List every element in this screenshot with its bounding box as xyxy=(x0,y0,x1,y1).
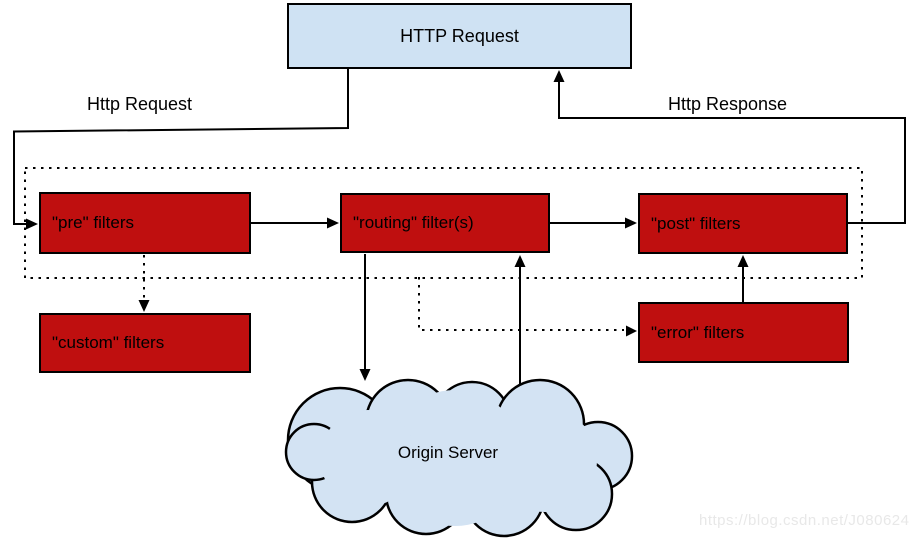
arrowheads xyxy=(26,70,749,381)
error-filters-label: "error" filters xyxy=(651,322,745,342)
origin-server-label: Origin Server xyxy=(397,443,499,462)
arrowhead-into-pre xyxy=(26,218,38,230)
origin-server-cloud xyxy=(284,378,634,538)
routing-filters-box: "routing" filter(s) xyxy=(340,193,550,253)
response-path-line xyxy=(558,81,906,224)
arrowhead-into-http-request xyxy=(553,70,565,82)
dotted-connectors xyxy=(143,255,624,331)
pre-filters-label: "pre" filters xyxy=(52,213,134,232)
http-request-edge-label: Http Request xyxy=(87,94,193,114)
boundary-to-error-dotted-line xyxy=(418,277,624,331)
arrowhead-into-origin xyxy=(359,369,371,381)
arrowhead-origin-to-routing xyxy=(514,255,526,267)
solid-connectors xyxy=(13,69,906,390)
error-filters-box: "error" filters xyxy=(638,302,849,363)
custom-filters-box: "custom" filters xyxy=(39,313,251,373)
routing-filters-label: "routing" filter(s) xyxy=(353,213,474,232)
custom-filters-label: "custom" filters xyxy=(52,333,165,352)
watermark: https://blog.csdn.net/J080624 xyxy=(699,512,910,529)
http-response-edge-label: Http Response xyxy=(668,94,788,114)
arrowhead-into-custom xyxy=(138,300,150,312)
post-filters-box: "post" filters xyxy=(638,193,848,254)
post-filters-label: "post" filters xyxy=(651,213,741,233)
arrowhead-into-post xyxy=(625,217,637,229)
arrowhead-into-error xyxy=(626,325,637,337)
http-request-box-label: HTTP Request xyxy=(400,25,519,46)
http-request-box: HTTP Request xyxy=(287,3,632,69)
pre-filters-box: "pre" filters xyxy=(39,192,251,254)
request-path-line xyxy=(13,69,349,225)
filter-chain-dotted-boundary xyxy=(24,167,863,279)
arrowhead-error-to-post xyxy=(737,255,749,267)
arrowhead-into-routing xyxy=(327,217,339,229)
